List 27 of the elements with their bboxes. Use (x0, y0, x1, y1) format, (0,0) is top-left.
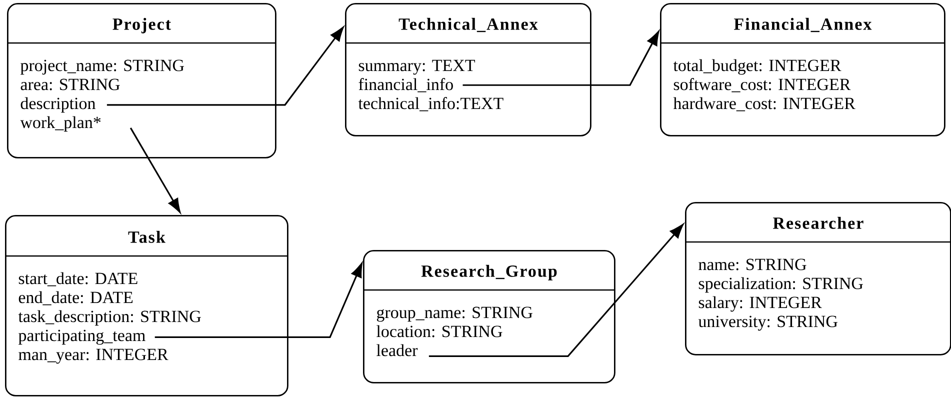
attribute-text: participating_team (18, 330, 146, 345)
attribute-text: name: STRING (698, 258, 806, 270)
arrow (154, 262, 362, 338)
arrow (106, 26, 344, 106)
attribute-text: specialization: STRING (698, 277, 863, 293)
attribute-text: project_name: STRING (20, 60, 184, 75)
attribute-text: work_plan* (20, 116, 101, 132)
attribute-text: location: STRING (376, 325, 502, 338)
arrow (130, 128, 181, 213)
attribute-text: man_year: INTEGER (18, 348, 168, 364)
attribute-text: group_name: STRING (376, 306, 532, 322)
arrow (462, 31, 660, 86)
attribute-text: end_date: DATE (18, 291, 133, 306)
attribute-text: software_cost: INTEGER (674, 78, 851, 92)
attribute-text: description (20, 97, 96, 113)
attribute-text: leader (376, 344, 418, 356)
attribute-text: technical_info:TEXT (358, 97, 504, 112)
attribute-text: start_date: DATE (18, 272, 138, 286)
attribute-text: task_description: STRING (18, 310, 201, 326)
attribute-text: hardware_cost: INTEGER (673, 97, 856, 112)
attribute-text: area: STRING (20, 78, 120, 90)
arrow (428, 224, 684, 357)
attribute-text: financial_info (358, 78, 453, 92)
attribute-text: summary: TEXT (358, 60, 475, 75)
attribute-text: university: STRING (698, 316, 838, 331)
attribute-text: total_budget: INTEGER (673, 59, 842, 75)
attribute-text: salary: INTEGER (698, 296, 822, 312)
